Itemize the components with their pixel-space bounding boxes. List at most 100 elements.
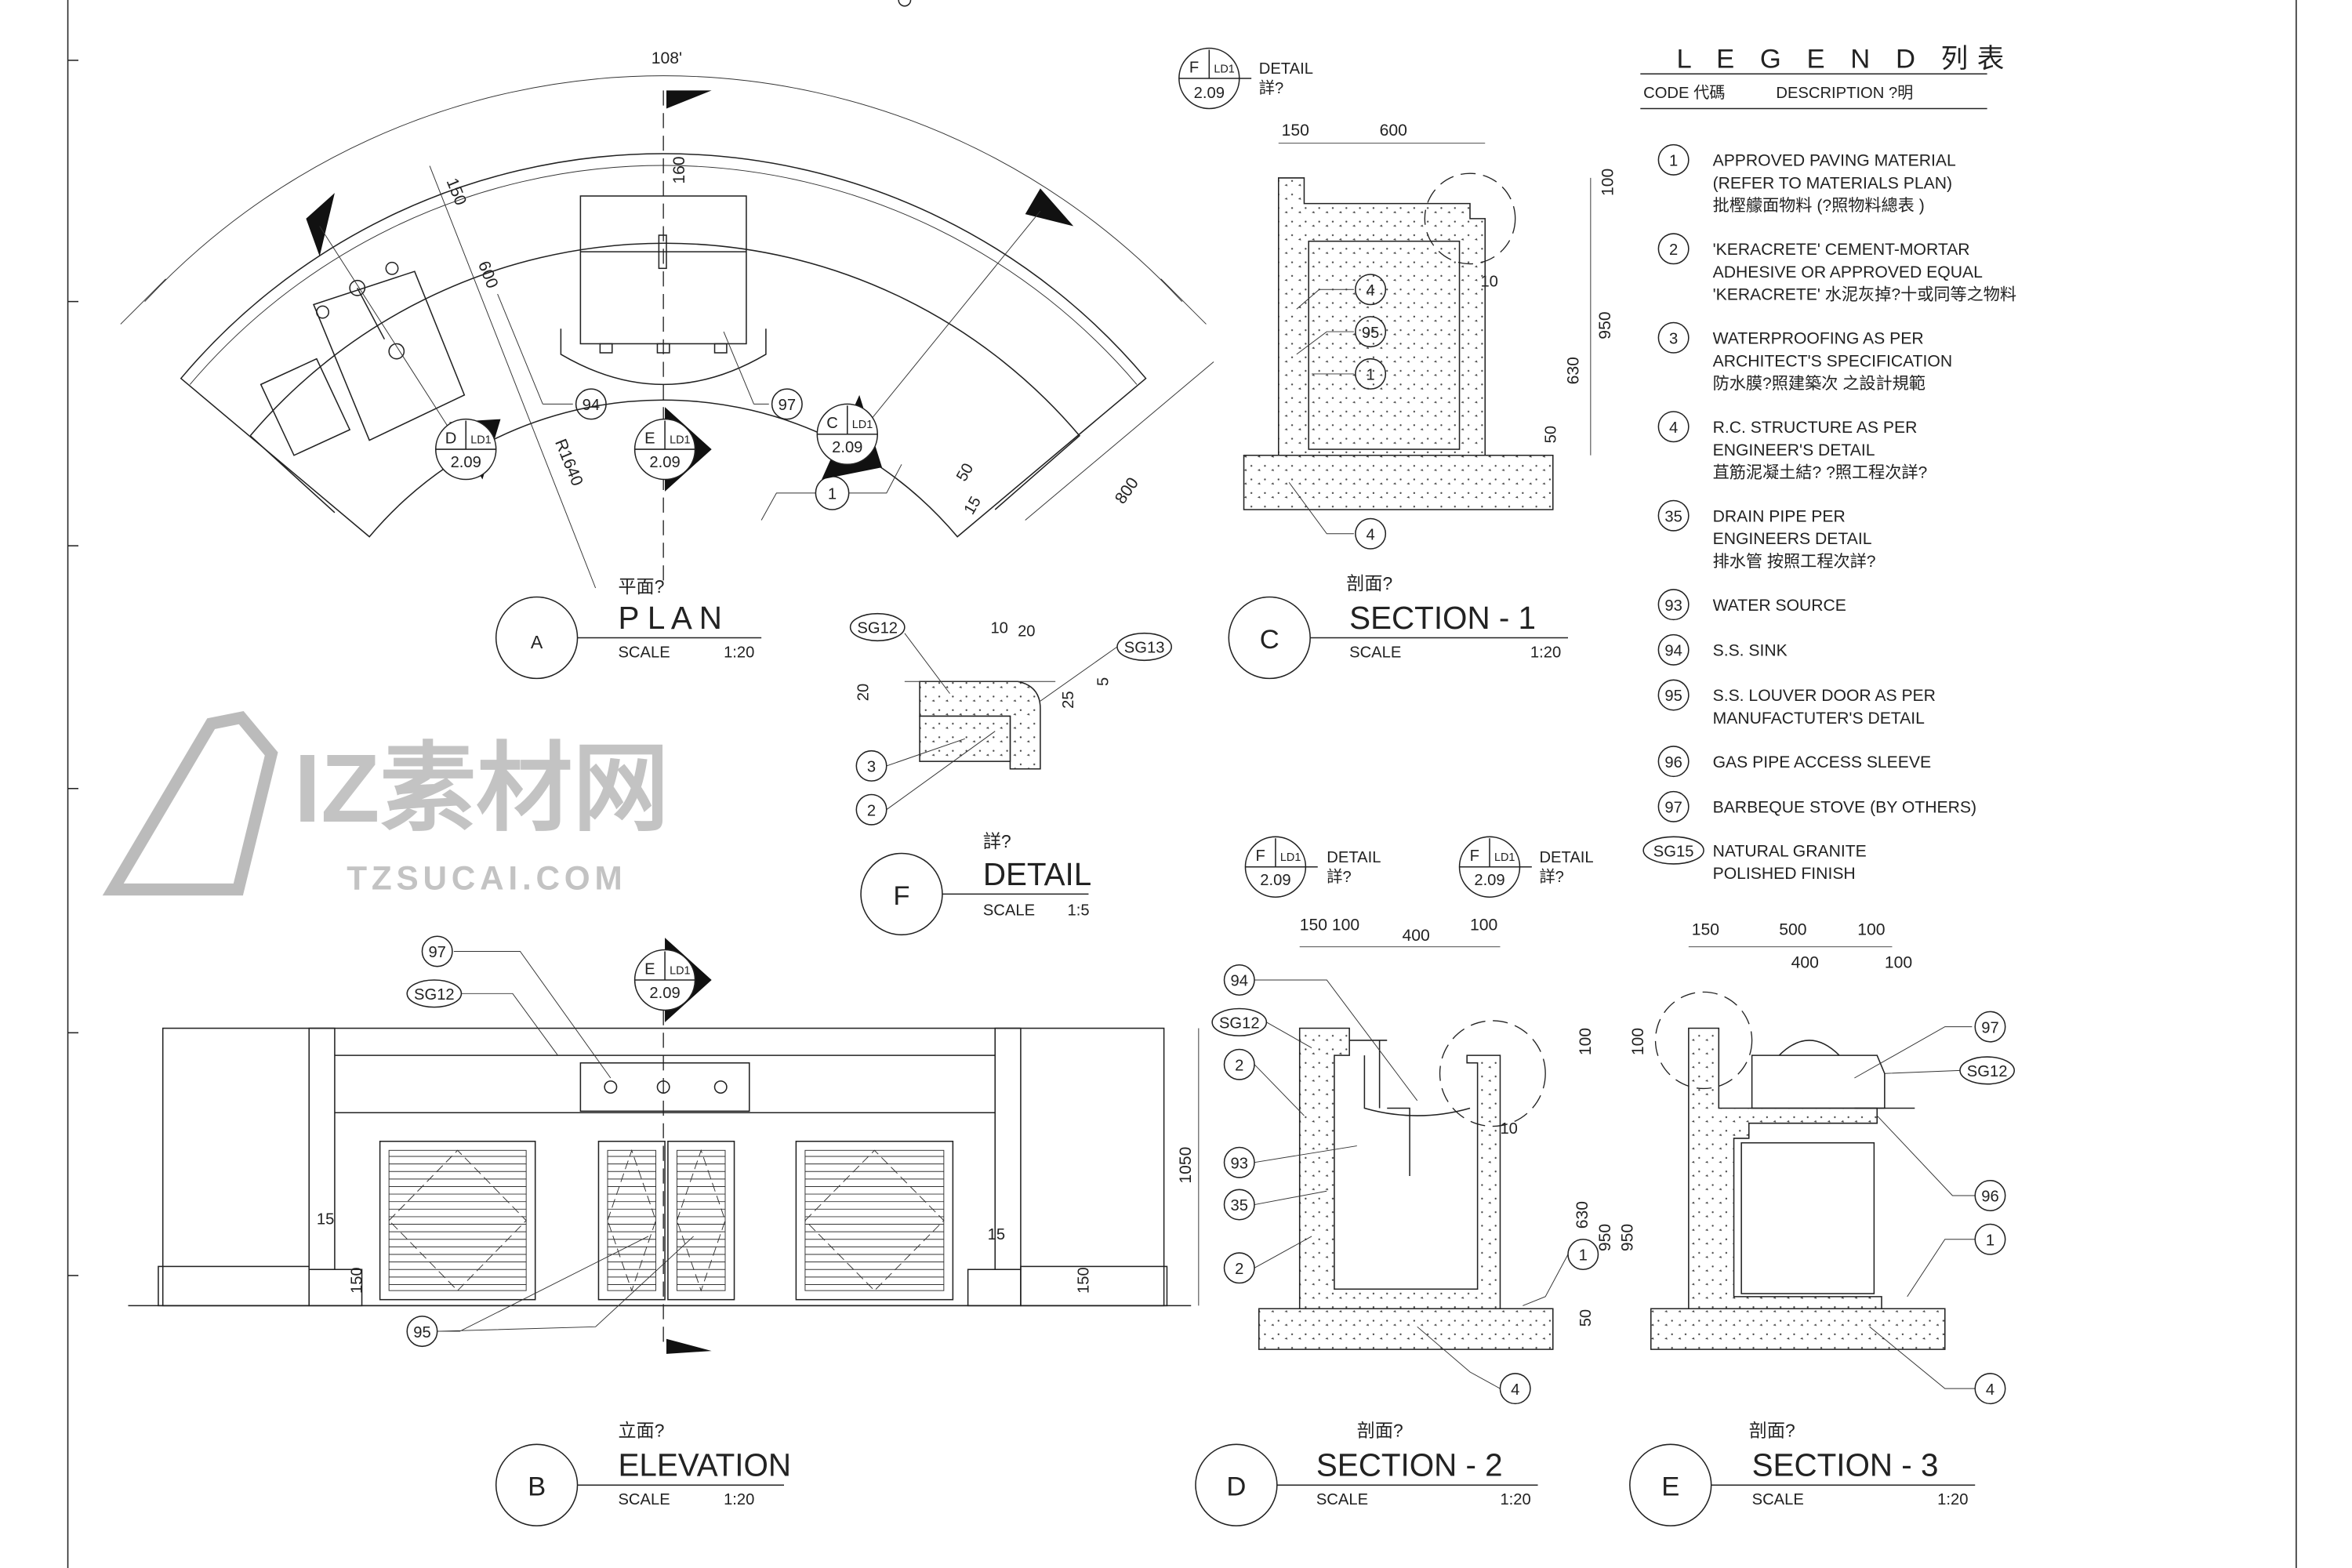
callout-label: 94 (1231, 973, 1248, 990)
legend-description-line: 苴筋泥凝土結? ?照工程次詳? (1713, 463, 1928, 482)
dim: 10 (1500, 1120, 1517, 1138)
dim: 100 (1470, 916, 1497, 935)
ref-sheet: LD1 (670, 434, 690, 446)
legend-description-line: R.C. STRUCTURE AS PER (1713, 419, 1918, 437)
callout-label: 1 (1986, 1232, 1994, 1249)
scale-label: SCALE (618, 1491, 670, 1508)
plan-dim-radius: R1640 (551, 437, 586, 488)
view-title: DETAIL (983, 856, 1091, 892)
reference-bubble-e[interactable]: E LD1 2.09 (633, 407, 712, 492)
callout-label: 93 (1231, 1155, 1248, 1172)
ref-page: 2.09 (1194, 85, 1225, 102)
legend-code-badge (1657, 679, 1690, 711)
plan-dim-150: 150 (443, 176, 470, 208)
legend-code: 97 (1664, 800, 1682, 817)
reference-bubble-e2[interactable]: E LD1 2.09 (633, 938, 712, 1022)
view-title: SECTION - 2 (1316, 1447, 1503, 1483)
legend-description-line: GAS PIPE ACCESS SLEEVE (1713, 753, 1931, 771)
legend-description-line: POLISHED FINISH (1713, 865, 1856, 883)
callout-label: SG12 (857, 620, 898, 637)
callout-label: 95 (413, 1324, 430, 1341)
watermark: IZ素材网 TZSUCAI.COM (102, 710, 670, 897)
legend-code-badge (1657, 633, 1690, 666)
dim: 630 (1564, 357, 1582, 384)
dim: 10 (990, 620, 1007, 637)
dim: 150 100 (1300, 916, 1359, 935)
ref-page: 2.09 (832, 439, 862, 456)
reference-bubble-f[interactable]: F LD1 2.09 DETAIL 詳? (1178, 47, 1313, 110)
callout-label: 2 (867, 802, 876, 819)
scale-value: 1:20 (724, 644, 754, 661)
reference-bubble-c[interactable]: C LD1 2.09 (816, 394, 882, 480)
legend-description-line: ADHESIVE OR APPROVED EQUAL (1713, 263, 1983, 281)
ref-sheet: LD1 (1494, 851, 1515, 864)
louver-door (597, 1141, 666, 1301)
view-title: P L A N (618, 600, 721, 636)
legend-description-line: S.S. LOUVER DOOR AS PER (1713, 687, 1936, 705)
legend-description-line: ARCHITECT'S SPECIFICATION (1713, 352, 1953, 370)
legend-description-line: 排水管 按照工程次詳? (1713, 552, 1876, 571)
section3-concrete-body (1688, 1027, 1882, 1309)
ref-letter: E (644, 430, 655, 447)
watermark-url: TZSUCAI.COM (347, 860, 626, 897)
ref-letter: F (1256, 848, 1265, 865)
ref-detail-label: DETAIL (1539, 849, 1593, 866)
scale-label: SCALE (618, 644, 670, 661)
view-letter: F (893, 881, 909, 911)
legend-code-badge (1657, 746, 1690, 778)
legend-description-header: DESCRIPTION ?明 (1776, 85, 1913, 102)
dim: 5 (1094, 677, 1112, 686)
ref-letter: D (445, 430, 457, 447)
ref-sheet: LD1 (852, 419, 873, 431)
callout-94 (575, 388, 607, 420)
legend-description-line: DRAIN PIPE PER (1713, 507, 1846, 525)
callout-label: 1 (1579, 1247, 1588, 1265)
legend-description-line: 批樫艨面物料 (?照物料總表 ) (1713, 196, 1925, 215)
watermark-logo: IZ素材网 (294, 735, 670, 843)
legend-description-line: NATURAL GRANITE (1713, 842, 1867, 860)
callout-label: 1 (1366, 367, 1374, 384)
ref-detail-label: DETAIL (1259, 60, 1313, 78)
plan-sink (312, 270, 466, 441)
dim: 100 (1885, 954, 1912, 972)
ref-detail-cn: 詳? (1539, 868, 1563, 886)
plan-dim-600: 600 (474, 259, 502, 291)
callout-label: 95 (1362, 325, 1379, 342)
view-cn: 立面? (618, 1421, 664, 1441)
dim: 1050 (1177, 1147, 1195, 1184)
legend-code: 3 (1669, 330, 1678, 347)
reference-bubble-f3[interactable]: F LD1 2.09 DETAIL 詳? (1458, 836, 1594, 898)
legend-code-badge (1657, 790, 1690, 822)
callout-label: 35 (1231, 1197, 1248, 1214)
scale-label: SCALE (1316, 1491, 1368, 1508)
dim: 15 (988, 1226, 1005, 1243)
elevation-bbq-stove (579, 1062, 750, 1112)
view-cn: 平面? (618, 576, 664, 597)
legend-description-line: APPROVED PAVING MATERIAL (1713, 152, 1956, 170)
view-letter: D (1226, 1472, 1246, 1502)
view-title: SECTION - 3 (1752, 1447, 1939, 1483)
view-letter: C (1260, 625, 1279, 655)
legend-code-badge (1657, 589, 1690, 621)
dim: 50 (1543, 426, 1560, 443)
view-letter: E (1661, 1472, 1679, 1502)
title-section3: E 剖面? SECTION - 3 SCALE 1:20 (1629, 1421, 1976, 1526)
scale-label: SCALE (1349, 644, 1401, 661)
legend-code: SG15 (1653, 843, 1694, 860)
ref-page: 2.09 (451, 454, 481, 471)
legend-description-line: 防水膜?照建築次 之設計規範 (1713, 374, 1926, 393)
callout-label: 94 (583, 397, 600, 414)
reference-bubble-d[interactable]: D LD1 2.09 (435, 418, 501, 481)
dim: 630 (1573, 1201, 1592, 1229)
callout-label: 96 (1981, 1189, 1998, 1206)
scale-value: 1:20 (1500, 1491, 1530, 1508)
reference-bubble-f2[interactable]: F LD1 2.09 DETAIL 詳? (1244, 836, 1381, 898)
dim: 150 (1692, 920, 1719, 938)
scale-value: 1:5 (1068, 902, 1090, 919)
